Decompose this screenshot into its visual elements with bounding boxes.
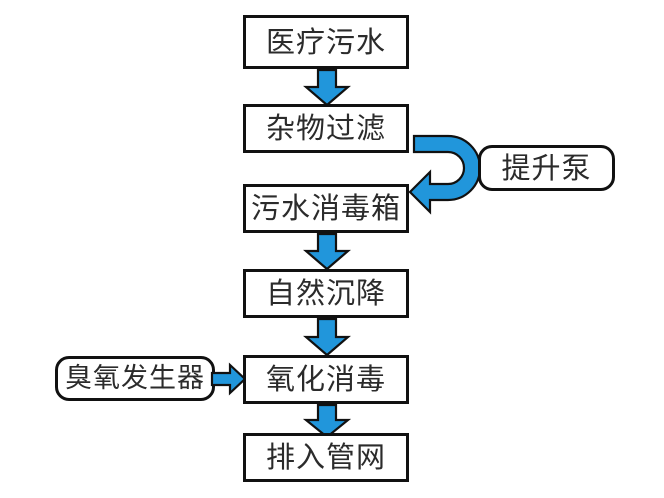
node-label: 提升泵 xyxy=(501,150,592,185)
node-label: 污水消毒箱 xyxy=(250,191,401,225)
node-lift-pump[interactable]: 提升泵 xyxy=(478,145,615,191)
arrow-ozone-to-oxidation xyxy=(210,362,247,396)
node-oxidation-disinfection[interactable]: 氧化消毒 xyxy=(243,355,409,404)
node-medical-wastewater[interactable]: 医疗污水 xyxy=(243,15,409,69)
node-label: 杂物过滤 xyxy=(265,111,386,145)
node-label: 医疗污水 xyxy=(265,24,386,59)
arrow-filtration-to-disinfection-tank xyxy=(408,134,482,215)
node-natural-sedimentation[interactable]: 自然沉降 xyxy=(243,269,409,318)
node-ozone-generator[interactable]: 臭氧发生器 xyxy=(55,356,215,401)
node-label: 排入管网 xyxy=(265,440,386,474)
node-wastewater-disinfection-tank[interactable]: 污水消毒箱 xyxy=(243,184,409,233)
arrow-sedimentation-to-oxidation xyxy=(303,317,351,357)
node-label: 臭氧发生器 xyxy=(65,363,205,394)
node-debris-filtration[interactable]: 杂物过滤 xyxy=(243,104,409,153)
node-label: 自然沉降 xyxy=(265,276,386,310)
arrow-oxidation-to-discharge xyxy=(302,403,352,439)
arrow-wastewater-to-filtration xyxy=(303,68,351,107)
node-label: 氧化消毒 xyxy=(265,362,386,396)
node-discharge-to-pipe-network[interactable]: 排入管网 xyxy=(243,433,409,482)
arrow-disinfection-tank-to-sedimentation xyxy=(303,232,351,271)
